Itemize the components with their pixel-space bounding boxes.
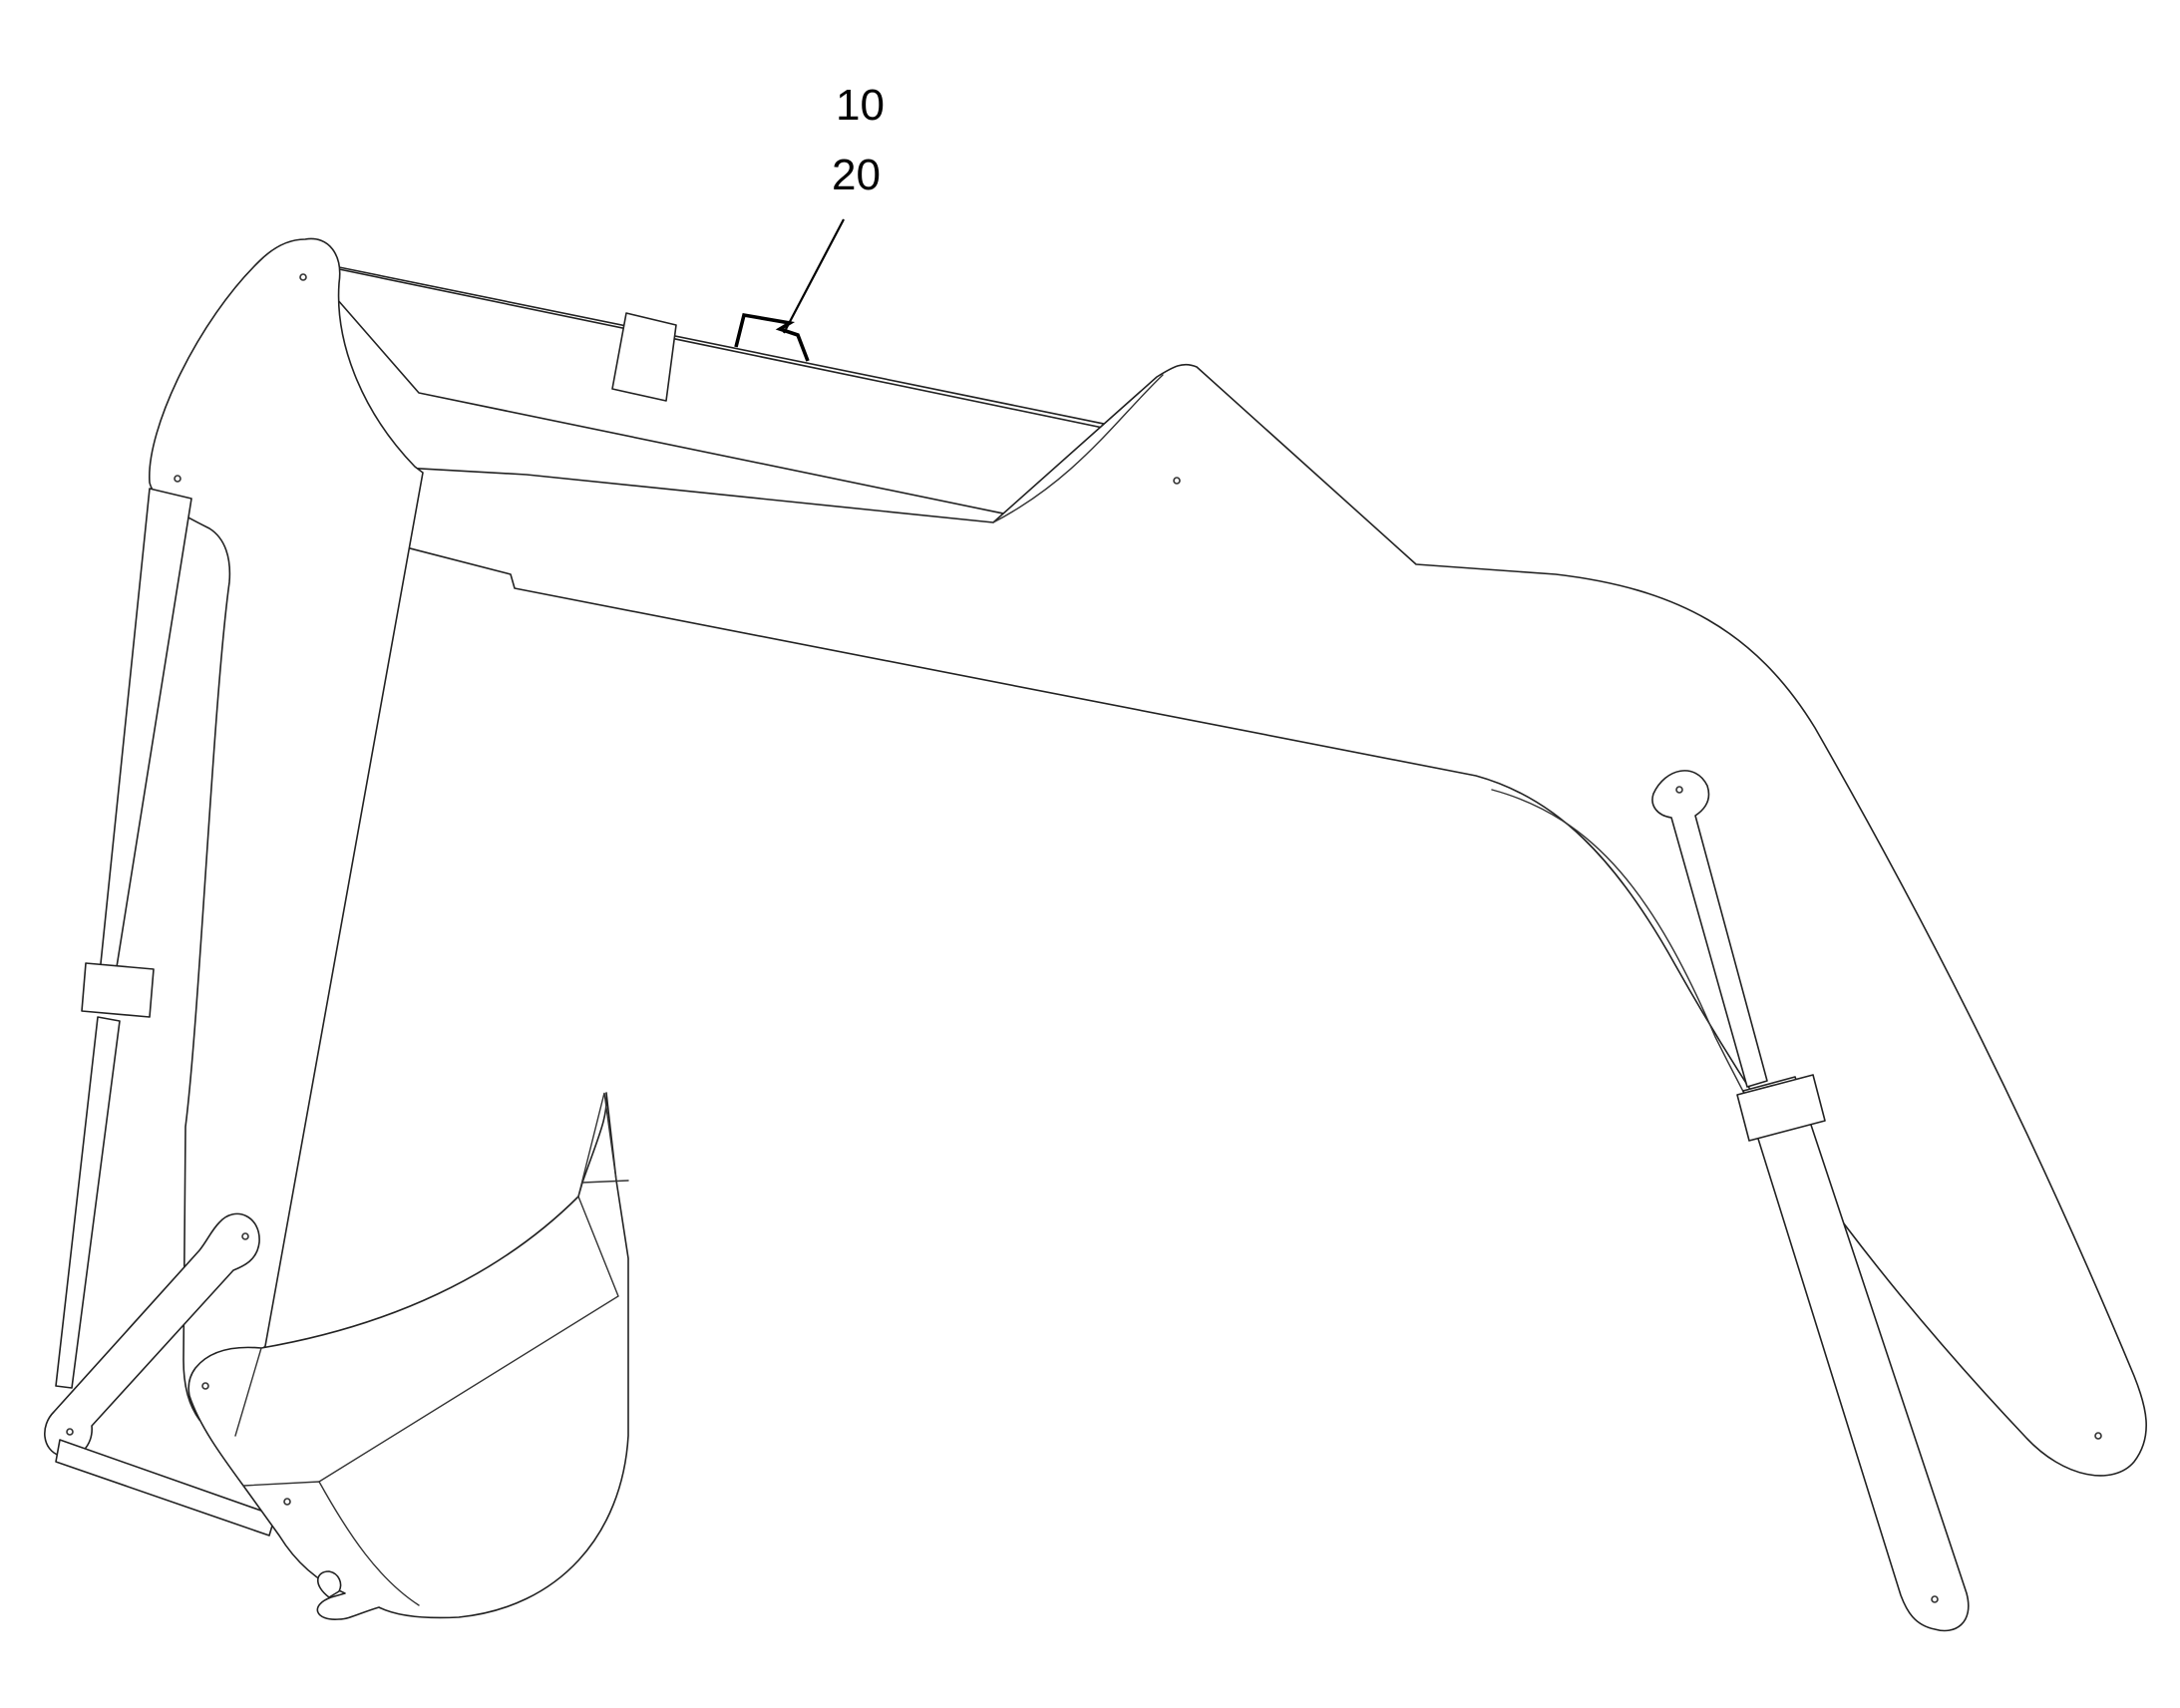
cylinder-link-pin (66, 1428, 74, 1436)
boom-cylinder (1651, 770, 1970, 1632)
arm-cylinder-collar (611, 312, 677, 402)
reference-label-10: 10 (836, 81, 885, 130)
sensor-bracket-shape (734, 312, 810, 362)
arm-top-pin (299, 273, 307, 281)
boom-cylinder-base-pin (1931, 1595, 1939, 1603)
sensor-bracket (734, 312, 810, 362)
boom-body (317, 363, 2147, 1477)
bucket-inner-line-1 (234, 1347, 262, 1437)
push-link (55, 1439, 276, 1537)
bucket-hook (316, 1570, 342, 1598)
bucket-cylinder-barrel (99, 488, 192, 974)
bucket-pin (201, 1382, 209, 1390)
arm (149, 237, 424, 1421)
guide-link-pin (241, 1232, 249, 1240)
boom-cylinder-barrel (1742, 1076, 1970, 1632)
bucket (187, 1092, 629, 1620)
bucket-link-pin (283, 1498, 291, 1506)
bucket-linkage (44, 1212, 276, 1537)
boom-arm-pin (1173, 477, 1181, 485)
bucket-cylinder (55, 488, 192, 1389)
boom-cylinder-rod (1651, 770, 1768, 1088)
boom-cylinder-collar (1736, 1074, 1826, 1142)
bucket-cylinder-rod (55, 1016, 121, 1389)
arm-body (149, 237, 424, 1421)
bucket-inner-line-2 (318, 1196, 619, 1483)
bucket-inner-line-4 (242, 1481, 420, 1606)
bucket-tooth (577, 1092, 617, 1197)
reference-annotations: 10 20 (783, 81, 885, 334)
arm-cylinder-pin (174, 475, 182, 483)
boom-top-edge (992, 374, 1164, 523)
reference-label-20: 20 (832, 151, 881, 199)
bucket-inner-line-3 (581, 1180, 629, 1184)
leader-line-20 (783, 218, 845, 334)
bucket-cylinder-collar (81, 962, 155, 1018)
bucket-shell (187, 1092, 629, 1620)
boom-cylinder-top-pin (1675, 786, 1683, 794)
arm-cylinder (332, 266, 1178, 521)
boom-base-pin (2094, 1432, 2102, 1440)
